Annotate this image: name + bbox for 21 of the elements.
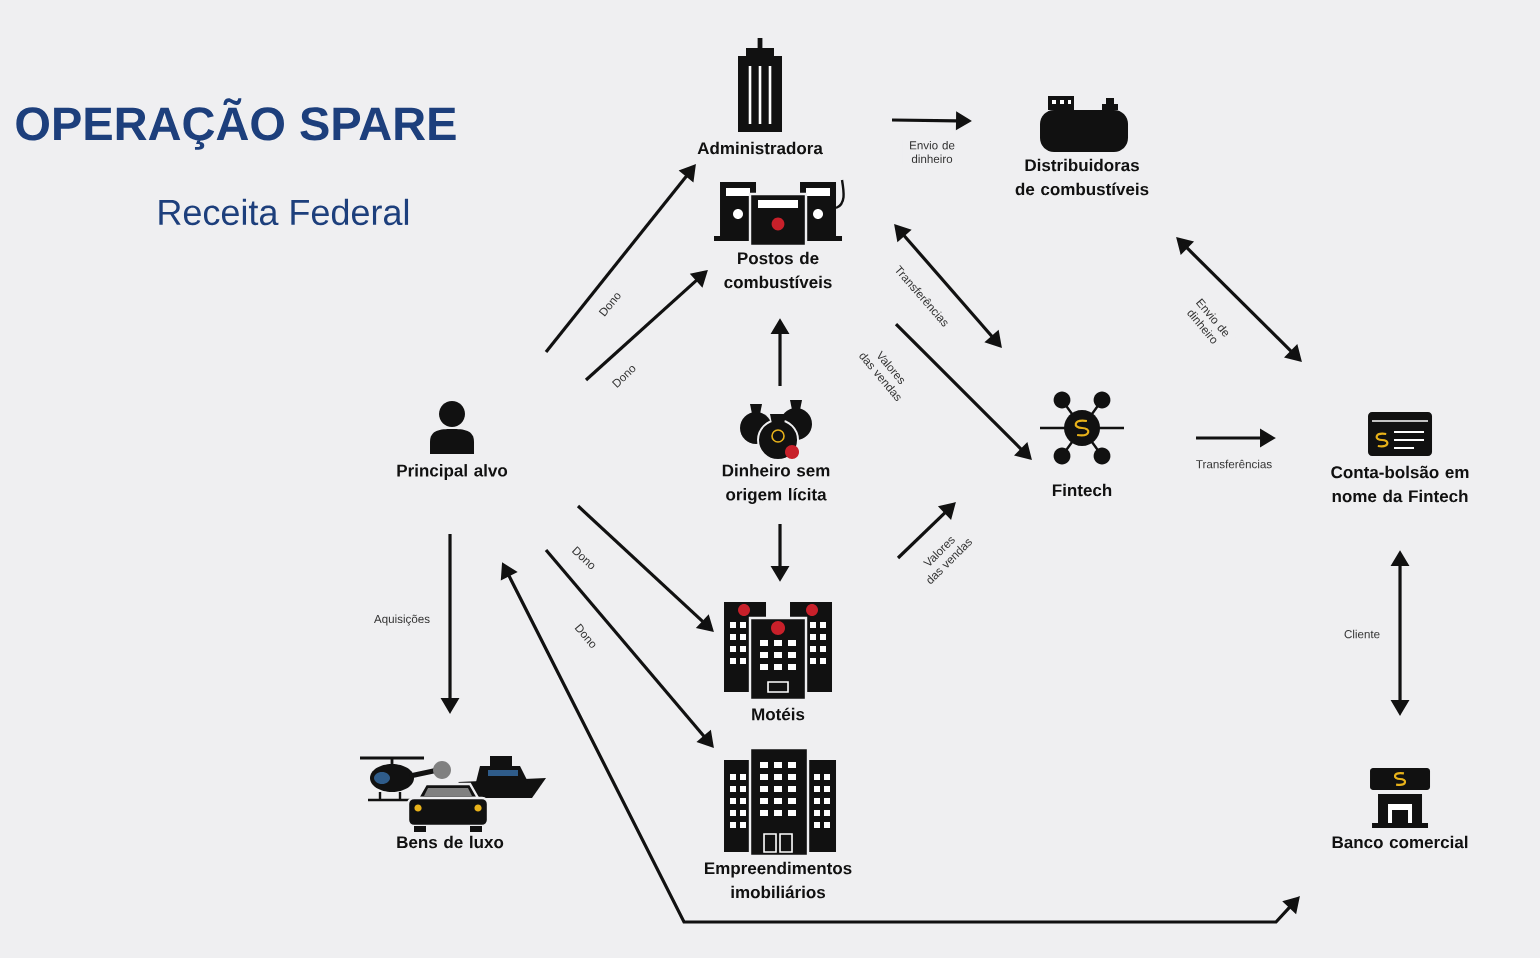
arrow [576, 504, 714, 632]
node-label: Banco comercial [1332, 835, 1468, 849]
arrow [584, 270, 708, 382]
node-label: Dinheiro sem origem lícita [722, 464, 830, 504]
agency-name: Receita Federal [159, 198, 409, 226]
arrow [894, 322, 1032, 460]
node-label: Principal alvo [397, 464, 508, 480]
node-label: Distribuidoras de combustíveis [1015, 158, 1149, 196]
node-label: Conta-bolsão em nome da Fintech [1331, 465, 1469, 503]
arrow [544, 164, 696, 353]
double-arrow [1176, 237, 1302, 362]
node-label: Fintech [1052, 483, 1112, 497]
double-arrow [894, 224, 1002, 348]
node-label: Administradora [697, 141, 823, 155]
node-label: Bens de luxo [397, 835, 504, 849]
arrow [544, 548, 714, 748]
title: OPERAÇÃO SPARE [16, 98, 456, 150]
node-label: Empreendimentos imobiliários [705, 861, 852, 899]
node-label: Motéis [752, 707, 805, 721]
arrow [896, 502, 956, 560]
node-label: Postos de combustíveis [724, 251, 832, 289]
